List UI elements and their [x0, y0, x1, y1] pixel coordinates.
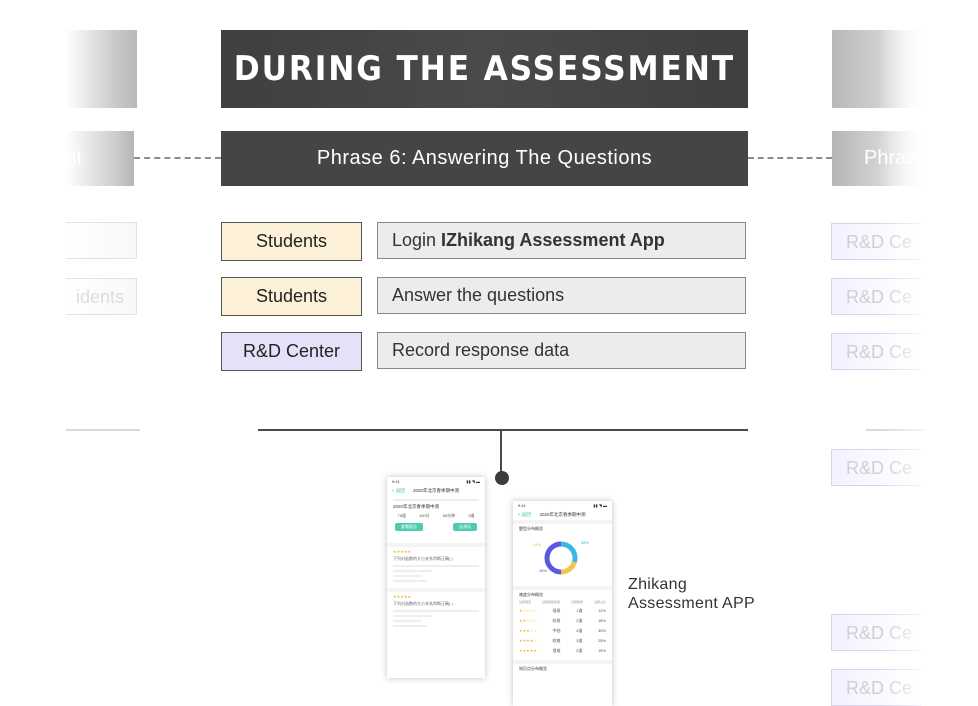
star-rating-icon: ★★★☆☆: [519, 628, 537, 633]
star-rating-icon: ★★★★☆: [519, 638, 537, 643]
donut-label: 98%: [581, 540, 590, 545]
app-name: IZhikang Assessment App: [441, 230, 665, 250]
action-text: Answer the questions: [392, 285, 565, 305]
action-text: Login: [392, 230, 437, 250]
column-header: 试题难度: [519, 600, 532, 604]
column-header: 试题难度类型: [541, 600, 560, 604]
role-label: R&D Center: [242, 341, 341, 361]
ghost-right-row-2: R&D Ce: [831, 278, 921, 315]
table-row: ★★★★★ 很难 2道 15%: [519, 648, 606, 654]
level-name: 较易: [552, 618, 561, 623]
level-pct: 25%: [597, 638, 606, 643]
timeline-branch: [500, 430, 502, 476]
app-screenshot-report: 9:41 ▮▮ ◥ ▬ < 返回 2020年北京春季期中测 题型分布概览 98% 5…: [513, 501, 612, 706]
donut-label: 54%: [533, 542, 542, 547]
side-title-left: [66, 30, 137, 108]
level-pct: 12%: [597, 608, 606, 613]
timeline-main: [258, 429, 748, 431]
side-title-right: [832, 30, 922, 108]
screen-title: 2020年北京春季期中测: [412, 488, 459, 493]
level-name: 较难: [552, 638, 561, 643]
level-name: 中档: [552, 628, 561, 633]
ghost-right-row-3: R&D Ce: [831, 333, 921, 370]
section-title: 难度分布概览: [519, 592, 543, 597]
back-link: < 返回: [518, 512, 531, 517]
start-button: 去测试: [453, 523, 477, 531]
donut-chart: 98% 54% 48%: [513, 534, 612, 580]
donut-chart-svg: [544, 541, 578, 575]
level-count: 4道: [576, 628, 583, 633]
timeline-dot: [495, 471, 509, 485]
column-header: 试题数量: [570, 600, 583, 604]
action-answer: Answer the questions: [377, 277, 746, 314]
action-login: Login IZhikang Assessment App: [377, 222, 746, 259]
signal-icon: ▮▮ ◥ ▬: [593, 503, 607, 508]
donut-label: 48%: [539, 568, 548, 573]
stat: 3道: [468, 513, 475, 518]
level-count: 2道: [576, 618, 583, 623]
status-time: 9:41: [518, 503, 526, 508]
level-name: 很难: [552, 648, 561, 653]
side-phase-left: nt: [66, 131, 134, 186]
section-title: 题型分布概览: [519, 526, 543, 531]
dashed-connector-right: [748, 157, 832, 159]
stat: 60分钟: [442, 513, 456, 518]
timeline-left-faded: [66, 429, 140, 431]
table-row: ★☆☆☆☆ 很易 1道 12%: [519, 608, 606, 614]
question-text: 下列对函数的大小关系判断正确( ): [393, 556, 453, 561]
section-title: 知识点分布概览: [519, 666, 547, 671]
level-count: 2道: [576, 648, 583, 653]
action-record: Record response data: [377, 332, 746, 369]
level-pct: 15%: [597, 648, 606, 653]
stat: 100分: [419, 513, 430, 518]
phase-banner: Phrase 6: Answering The Questions: [221, 131, 748, 186]
app-screenshot-exam: 9:41 ▮▮ ◥ ▬ < 返回 2020年北京春季期中测 2020年北京春季期中测…: [387, 477, 485, 678]
phase-title: Phrase 6: Answering The Questions: [316, 147, 653, 169]
column-header: 试题占比: [593, 600, 606, 604]
ghost-right-row-6: R&D Ce: [831, 669, 921, 706]
back-link: < 返回: [392, 488, 405, 493]
question-text: 下列对函数的大小关系判断正确( ): [393, 601, 453, 606]
side-phase-right: Phras: [832, 131, 922, 186]
app-caption-line-2: Assessment APP: [628, 595, 755, 612]
star-rating-icon: ★☆☆☆☆: [519, 608, 537, 613]
dashed-connector-left: [134, 157, 221, 159]
page-title: DURING THE ASSESSMENT: [233, 49, 736, 89]
level-name: 很易: [552, 608, 561, 613]
divider: [393, 499, 479, 501]
level-pct: 18%: [597, 618, 606, 623]
star-rating-icon: ★★★★★: [393, 549, 411, 554]
app-caption: Zhikang Assessment APP: [628, 575, 755, 613]
ghost-right-row-1: R&D Ce: [831, 223, 921, 260]
exam-stats: 78道 100分 60分钟 3道: [391, 513, 481, 519]
role-students-1: Students: [221, 222, 362, 261]
star-rating-icon: ★★★★★: [393, 594, 411, 599]
role-label: Students: [255, 286, 328, 306]
table-row: ★★★☆☆ 中档 4道 30%: [519, 628, 606, 634]
role-rd-center: R&D Center: [221, 332, 362, 371]
table-row: ★★☆☆☆ 较易 2道 18%: [519, 618, 606, 624]
app-caption-line-1: Zhikang: [628, 576, 688, 593]
title-banner: DURING THE ASSESSMENT: [221, 30, 748, 108]
level-count: 1道: [576, 608, 583, 613]
role-label: Students: [255, 231, 328, 251]
stat: 78道: [397, 513, 406, 518]
star-rating-icon: ★★☆☆☆: [519, 618, 537, 623]
status-time: 9:41: [392, 479, 400, 484]
star-rating-icon: ★★★★★: [519, 648, 537, 653]
screen-title: 2020年北京春季期中测: [539, 512, 586, 517]
level-count: 3道: [576, 638, 583, 643]
ghost-right-row-4: R&D Ce: [831, 449, 921, 486]
timeline-right-faded: [866, 429, 926, 431]
signal-icon: ▮▮ ◥ ▬: [466, 479, 480, 484]
level-pct: 30%: [597, 628, 606, 633]
ghost-left-row-1: [66, 222, 137, 259]
report-button: 查看报告: [395, 523, 423, 531]
exam-title: 2020年北京春季期中测: [393, 504, 440, 509]
action-text: Record response data: [392, 340, 570, 360]
ghost-left-row-2: idents: [66, 278, 137, 315]
role-students-2: Students: [221, 277, 362, 316]
ghost-right-row-5: R&D Ce: [831, 614, 921, 651]
table-row: ★★★★☆ 较难 3道 25%: [519, 638, 606, 644]
